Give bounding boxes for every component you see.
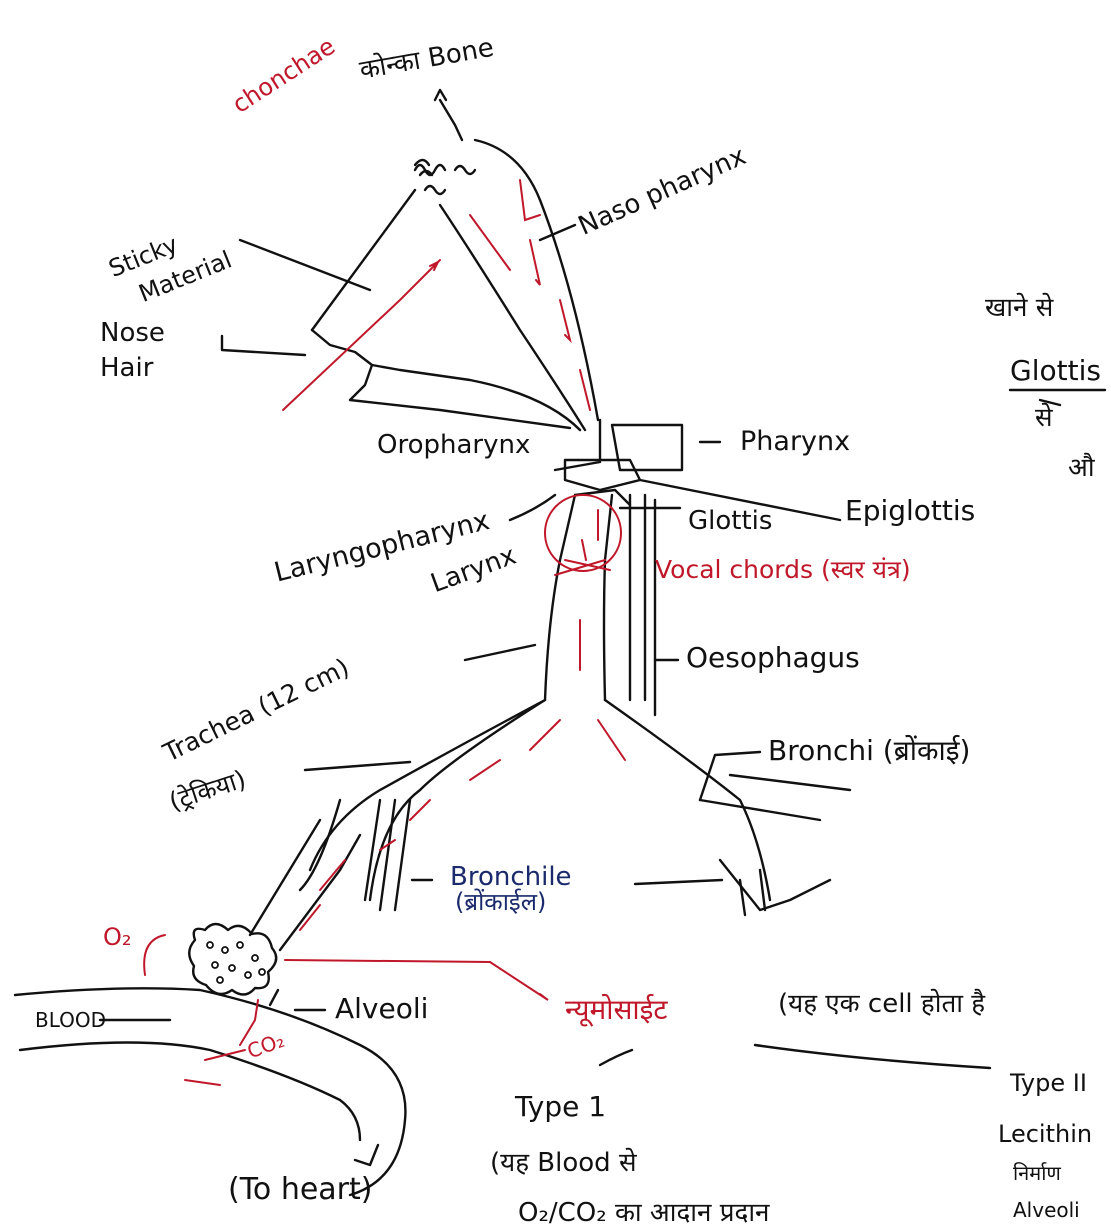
label-pneumocyte: न्यूमोसाईट <box>565 996 668 1024</box>
label-pharynx: Pharynx <box>740 428 850 455</box>
label-alveoli: Alveoli <box>335 995 428 1023</box>
label-type2-desc-2: निर्माण <box>1013 1163 1061 1183</box>
side-note-3: से <box>1035 405 1053 431</box>
label-glottis: Glottis <box>688 508 772 534</box>
right-bronchus <box>605 700 770 900</box>
label-type1-desc-2: O₂/CO₂ का आदान प्रदान <box>518 1200 770 1226</box>
trachea-right-wall <box>604 495 612 700</box>
side-note-1: खाने से <box>985 295 1053 321</box>
label-type2-desc-3: Alveoli <box>1013 1200 1080 1220</box>
label-blood: BLOOD <box>35 1010 106 1030</box>
label-hair: Hair <box>100 355 153 381</box>
label-type2-desc-1: Lecithin <box>998 1122 1092 1146</box>
alveoli-cluster <box>189 924 276 995</box>
label-o2: O₂ <box>103 925 132 949</box>
trachea-left-wall <box>545 495 575 700</box>
label-type1-desc-1: (यह Blood से <box>490 1150 637 1176</box>
label-type2: Type II <box>1010 1071 1087 1095</box>
label-bronchi: Bronchi (ब्रोंकाई) <box>768 737 970 765</box>
pharynx-box <box>612 425 682 470</box>
label-pneumocyte-note: (यह एक cell होता है <box>778 991 985 1017</box>
label-bronchile-hi: (ब्रोंकाईल) <box>455 890 546 914</box>
label-to-heart: (To heart) <box>228 1175 372 1205</box>
label-oropharynx: Oropharynx <box>377 432 530 458</box>
label-oesophagus: Oesophagus <box>686 644 860 672</box>
label-bronchile: Bronchile <box>450 864 572 890</box>
label-type1: Type 1 <box>515 1093 606 1121</box>
label-vocal-chords: Vocal chords (स्वर यंत्र) <box>655 557 911 582</box>
side-note-4: औ <box>1068 455 1095 481</box>
nasopharynx-pointer <box>540 225 575 240</box>
label-nose: Nose <box>100 320 165 346</box>
label-epiglottis: Epiglottis <box>845 497 975 525</box>
oesophagus-walls <box>630 495 655 715</box>
conchae-bone <box>415 165 475 194</box>
side-note-2: Glottis <box>1010 357 1101 385</box>
